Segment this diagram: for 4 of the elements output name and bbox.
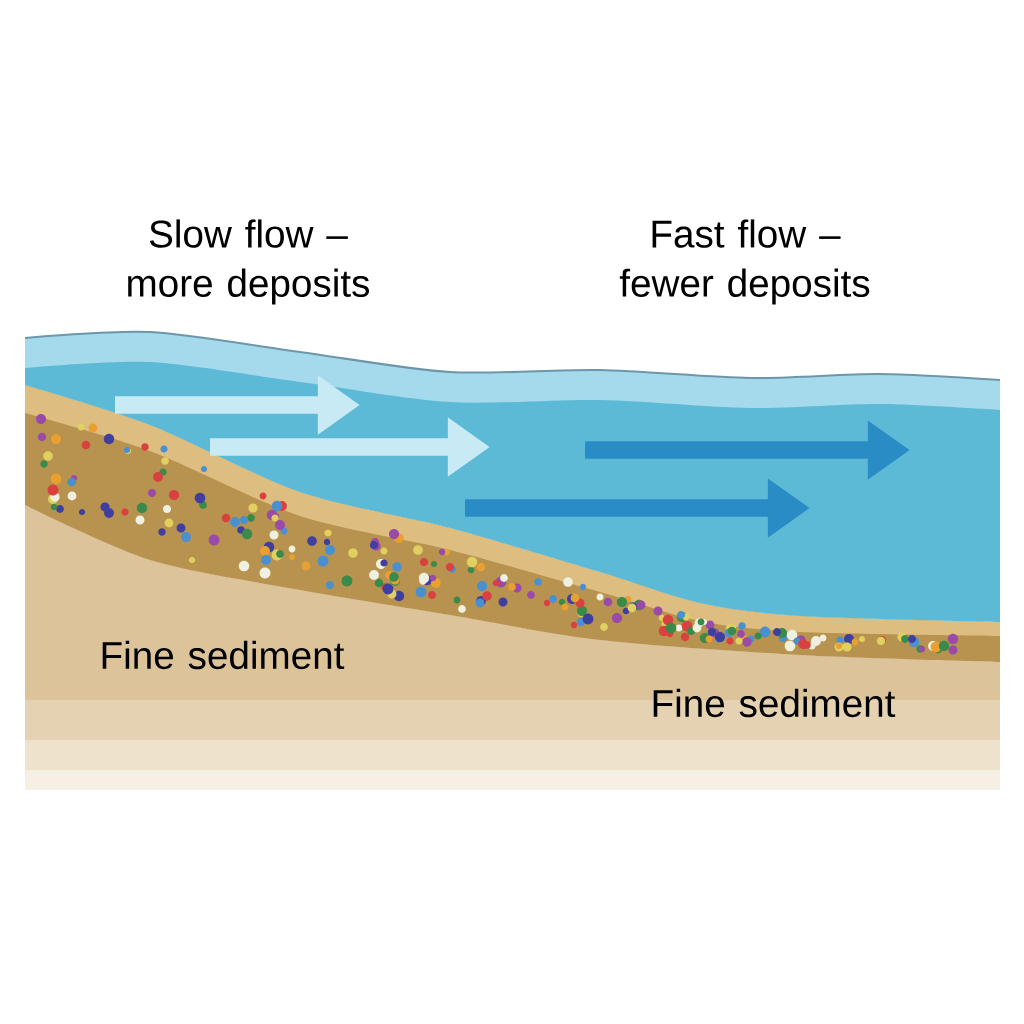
text-label: Fine sediment: [102, 640, 345, 670]
text-label: Slow flow – more deposits: [128, 219, 369, 305]
text-label: Fast flow – fewer deposits: [619, 219, 870, 305]
text-label: Fine sediment: [653, 688, 896, 718]
